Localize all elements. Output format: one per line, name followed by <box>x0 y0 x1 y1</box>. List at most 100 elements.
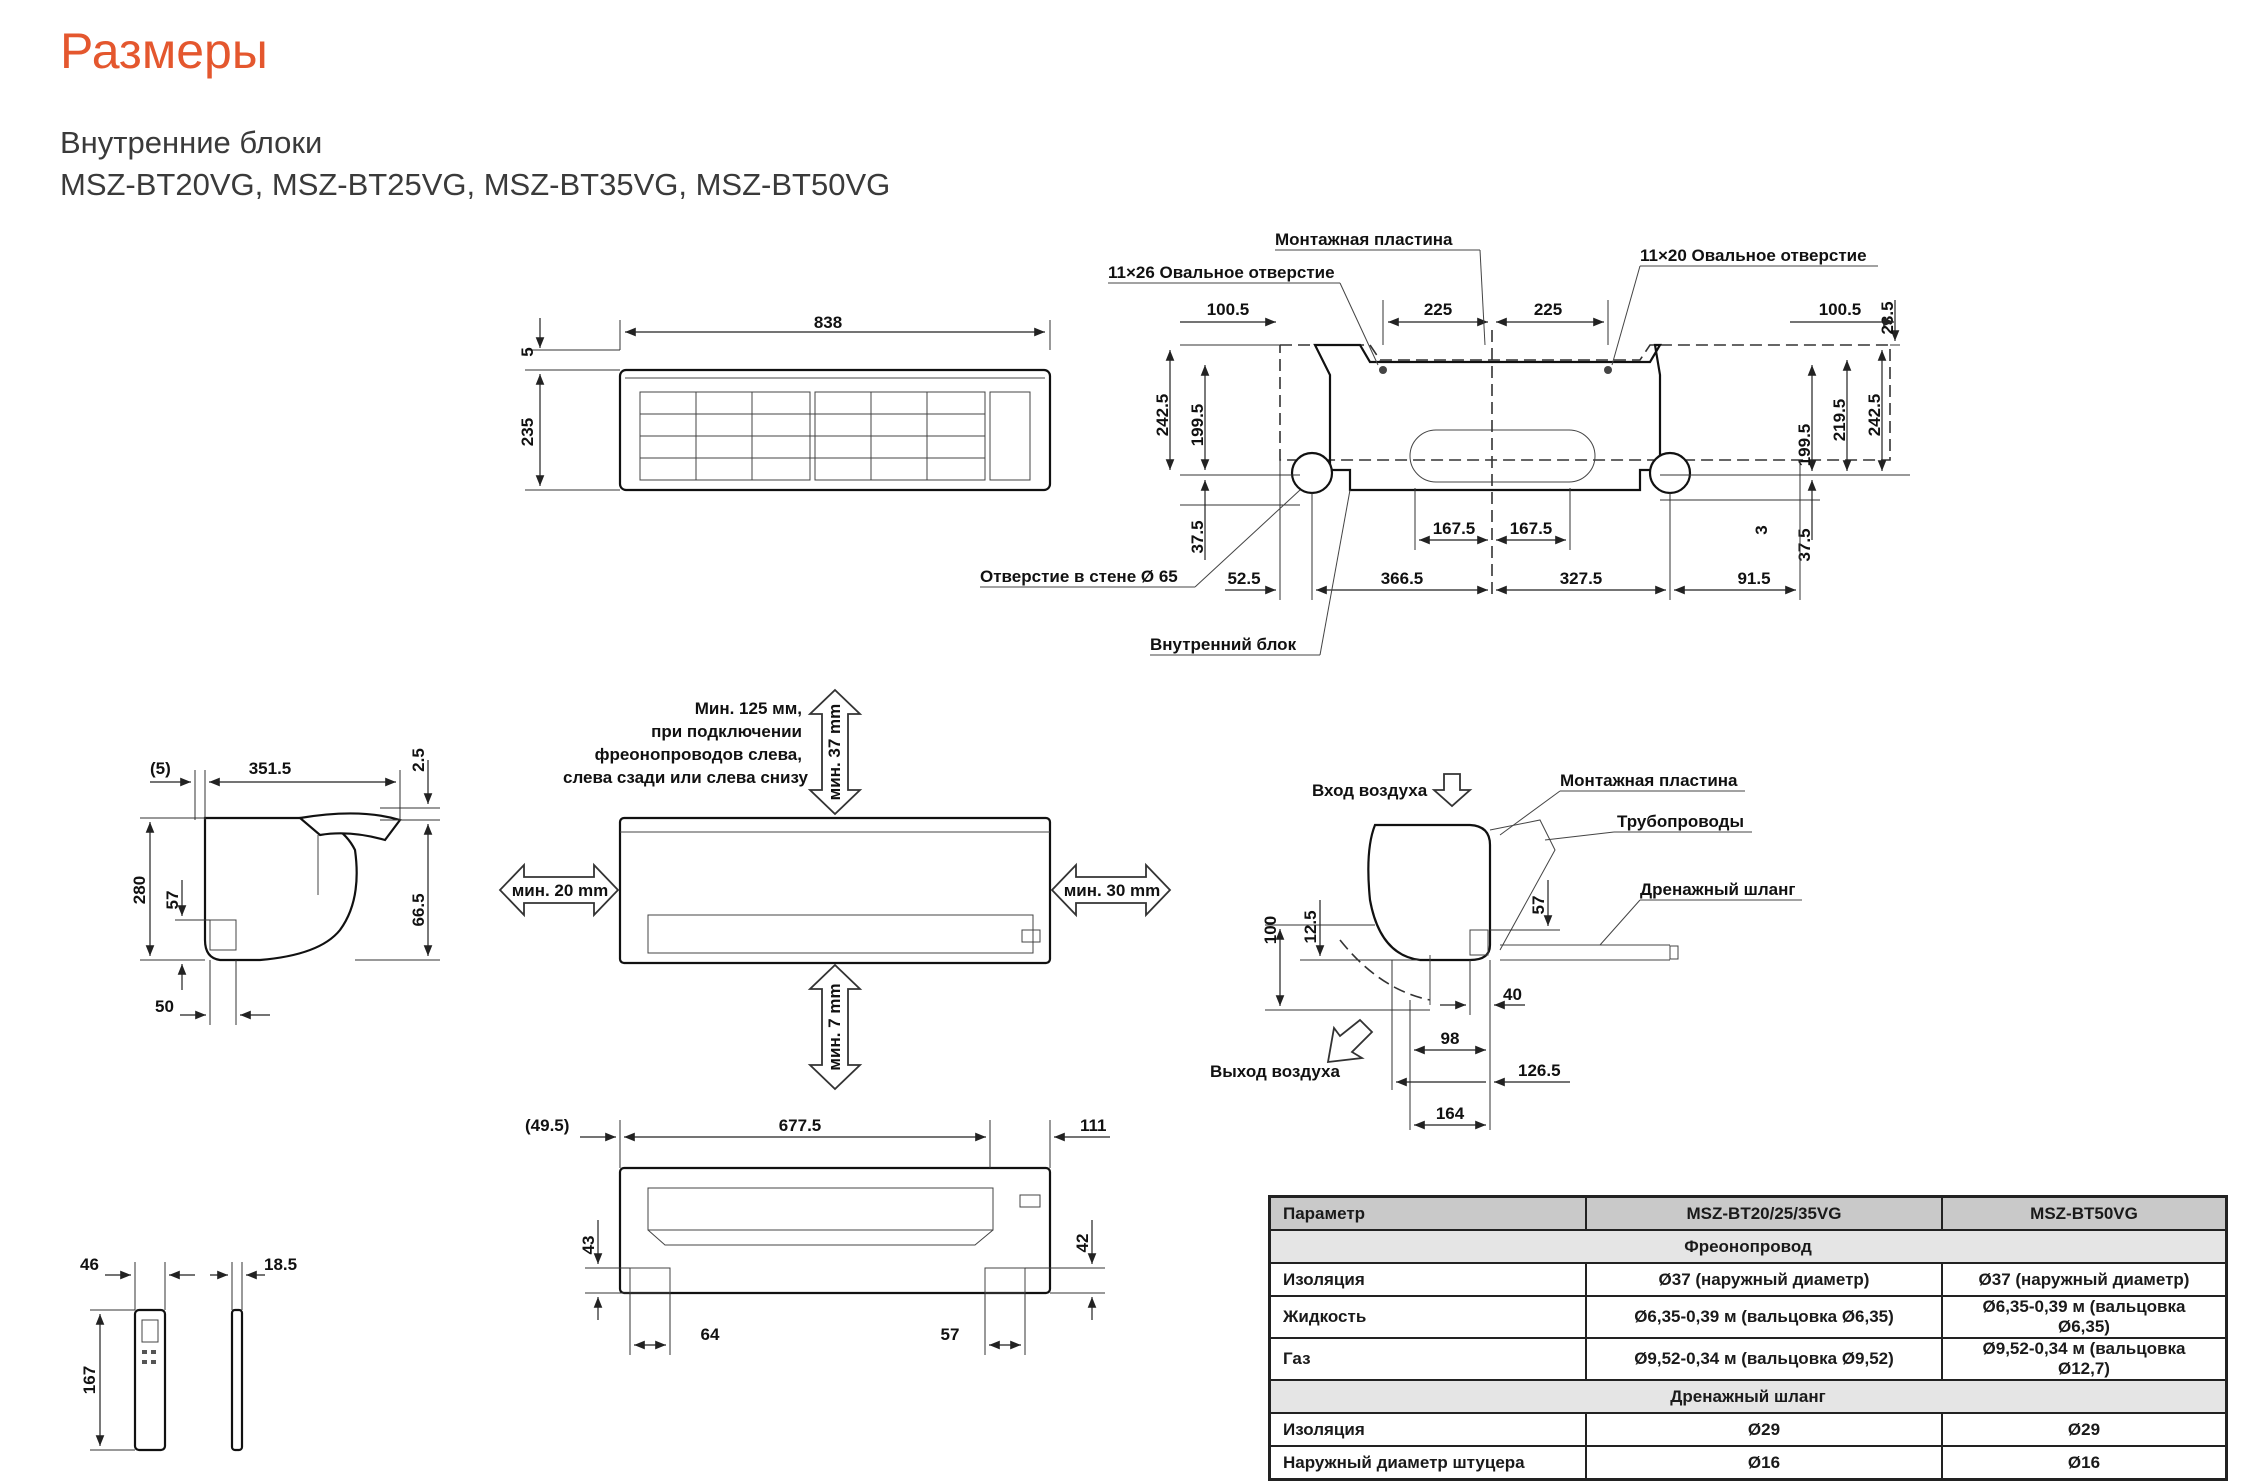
remote-control-view: 46 18.5 167 <box>80 1255 297 1452</box>
spec-table: Параметр MSZ-BT20/25/35VG MSZ-BT50VG Фре… <box>1268 1195 2228 1481</box>
dim-37-5-right: 37.5 <box>1795 528 1814 561</box>
dim-height: 235 <box>518 418 537 446</box>
table-row: Изоляция Ø29 Ø29 <box>1268 1412 2228 1447</box>
table-header-row: Параметр MSZ-BT20/25/35VG MSZ-BT50VG <box>1268 1195 2228 1231</box>
table-cell: Наружный диаметр штуцера <box>1268 1445 1587 1481</box>
dim-225-right: 225 <box>1534 300 1562 319</box>
table-cell: Ø9,52-0,34 м (вальцовка Ø12,7) <box>1941 1337 2228 1381</box>
side-view-right: Вход воздуха Выход воздуха Монтажная пла… <box>1210 771 1802 1130</box>
clearance-right-arrow <box>1050 862 1172 918</box>
clearance-bottom: мин. 7 mm <box>825 983 844 1070</box>
dim-225-left: 225 <box>1424 300 1452 319</box>
clearance-top-arrow <box>807 688 863 816</box>
dim-12-5: 12.5 <box>1301 910 1320 943</box>
dim-167-5-left: 167.5 <box>1433 519 1476 538</box>
dim-49-5: (49.5) <box>525 1116 569 1135</box>
bottom-view: (49.5) 677.5 111 43 42 64 57 <box>525 1116 1110 1355</box>
dim-52-5: 52.5 <box>1227 569 1260 588</box>
subtitle-line-1: Внутренние блоки <box>60 125 323 160</box>
dim-width: 838 <box>814 313 842 332</box>
label-air-out: Выход воздуха <box>1210 1062 1340 1081</box>
label-mounting-plate-right: Монтажная пластина <box>1560 771 1738 790</box>
table-cell: Жидкость <box>1268 1295 1587 1339</box>
front-view-clearance: мин. 37 mm мин. 7 mm мин. 20 mm мин. 30 … <box>498 688 1172 1091</box>
dim-42: 42 <box>1073 1234 1092 1253</box>
dim-98: 98 <box>1441 1029 1460 1048</box>
label-mounting-plate: Монтажная пластина <box>1275 230 1453 249</box>
dim-46: 46 <box>80 1255 99 1274</box>
label-air-in: Вход воздуха <box>1312 781 1428 800</box>
header-param: Параметр <box>1268 1195 1587 1231</box>
dim-100: 100 <box>1261 916 1280 944</box>
label-wall-hole: Отверстие в стене Ø 65 <box>980 567 1178 586</box>
clearance-top: мин. 37 mm <box>825 704 844 801</box>
clearance-right: мин. 30 mm <box>1064 881 1161 900</box>
dim-327-5: 327.5 <box>1560 569 1603 588</box>
section-drain-label: Дренажный шланг <box>1268 1379 2228 1414</box>
dim-219-5: 219.5 <box>1830 399 1849 442</box>
section-refrigerant-label: Фреонопровод <box>1268 1229 2228 1264</box>
table-cell: Ø29 <box>1941 1412 2228 1447</box>
dim-50: 50 <box>155 997 174 1016</box>
dim-91-5: 91.5 <box>1737 569 1770 588</box>
label-pipes: Трубопроводы <box>1617 812 1744 831</box>
dim-23-5: 23.5 <box>1878 301 1897 334</box>
dim-18-5: 18.5 <box>264 1255 297 1274</box>
table-cell: Ø6,35-0,39 м (вальцовка Ø6,35) <box>1941 1295 2228 1339</box>
dim-57-left: 57 <box>163 891 182 910</box>
dim-199-5-left: 199.5 <box>1188 404 1207 447</box>
dim-351-5: 351.5 <box>249 759 292 778</box>
dim-2-5: 2.5 <box>409 748 428 772</box>
table-cell: Ø9,52-0,34 м (вальцовка Ø9,52) <box>1585 1337 1943 1381</box>
table-row: Изоляция Ø37 (наружный диаметр) Ø37 (нар… <box>1268 1262 2228 1297</box>
dim-242-5-left: 242.5 <box>1153 394 1172 437</box>
dim-5-paren: (5) <box>150 759 171 778</box>
clearance-left: мин. 20 mm <box>512 881 609 900</box>
dim-677-5: 677.5 <box>779 1116 822 1135</box>
clearance-bottom-arrow <box>807 963 863 1091</box>
dim-57-right: 57 <box>1529 896 1548 915</box>
air-out-arrow <box>1326 1018 1374 1064</box>
dim-100-5-right: 100.5 <box>1819 300 1862 319</box>
subtitle: Внутренние блоки MSZ-BT20VG, MSZ-BT25VG,… <box>60 122 890 206</box>
dim-64: 64 <box>701 1325 720 1344</box>
dim-111: 111 <box>1080 1116 1107 1135</box>
dim-57-bottom: 57 <box>941 1325 960 1344</box>
side-view-left: (5) 351.5 280 57 2.5 66.5 50 <box>130 748 440 1025</box>
dim-280: 280 <box>130 876 149 904</box>
dim-66-5: 66.5 <box>409 893 428 926</box>
subtitle-line-2: MSZ-BT20VG, MSZ-BT25VG, MSZ-BT35VG, MSZ-… <box>60 167 891 202</box>
header-model-2: MSZ-BT50VG <box>1941 1195 2228 1231</box>
dim-126-5: 126.5 <box>1518 1061 1561 1080</box>
clearance-left-arrow <box>498 862 620 918</box>
dim-depth: 5 <box>518 347 537 356</box>
dim-167: 167 <box>80 1366 99 1394</box>
clearance-note-1: Мин. 125 мм, <box>695 699 802 718</box>
dim-167-5-right: 167.5 <box>1510 519 1553 538</box>
table-cell: Газ <box>1268 1337 1587 1381</box>
table-section-drain: Дренажный шланг <box>1268 1379 2228 1414</box>
table-cell: Ø16 <box>1585 1445 1943 1481</box>
table-cell: Ø6,35-0,39 м (вальцовка Ø6,35) <box>1585 1295 1943 1339</box>
dim-43: 43 <box>579 1236 598 1255</box>
table-row: Наружный диаметр штуцера Ø16 Ø16 <box>1268 1445 2228 1481</box>
header-model-1: MSZ-BT20/25/35VG <box>1585 1195 1943 1231</box>
table-cell: Изоляция <box>1268 1412 1587 1447</box>
page-title: Размеры <box>60 23 268 79</box>
top-view: 838 5 235 <box>518 313 1052 492</box>
label-indoor-unit: Внутренний блок <box>1150 635 1297 654</box>
table-cell: Ø29 <box>1585 1412 1943 1447</box>
table-cell: Ø16 <box>1941 1445 2228 1481</box>
air-in-arrow <box>1431 773 1473 808</box>
dim-3: 3 <box>1752 525 1771 534</box>
table-row: Газ Ø9,52-0,34 м (вальцовка Ø9,52) Ø9,52… <box>1268 1337 2228 1381</box>
mounting-plate-view: 242.5 199.5 37.5 23.5 199.5 219.5 242.5 … <box>980 230 1910 656</box>
table-cell: Ø37 (наружный диаметр) <box>1941 1262 2228 1297</box>
dim-242-5-right: 242.5 <box>1865 394 1884 437</box>
label-oval-hole-right: 11×20 Овальное отверстие <box>1640 246 1867 265</box>
table-cell: Изоляция <box>1268 1262 1587 1297</box>
dim-40: 40 <box>1503 985 1522 1004</box>
label-drain-hose: Дренажный шланг <box>1640 880 1795 899</box>
table-cell: Ø37 (наружный диаметр) <box>1585 1262 1943 1297</box>
